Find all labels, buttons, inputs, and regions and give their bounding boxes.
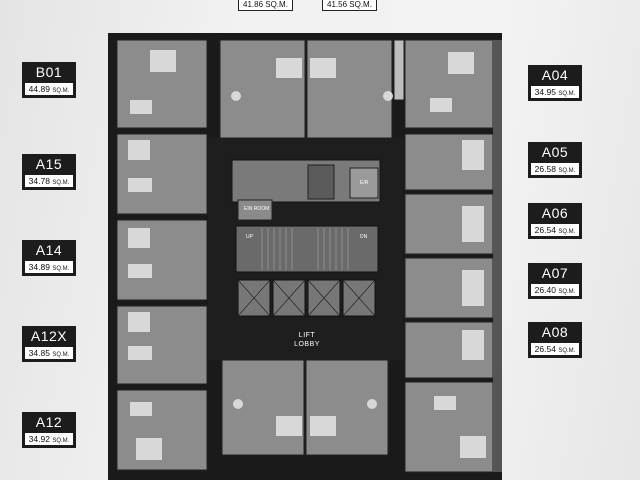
stair-block [235,225,379,273]
unit-area: 34.78 SQ.M. [25,175,73,187]
top-area-label-right: 41.56 SQ.M. [322,0,377,11]
unit-area: 34.85 SQ.M. [25,347,73,359]
unit-tag-a05: A05 26.58 SQ.M. [528,142,582,178]
unit-code: A04 [541,67,569,83]
er-label: E/R [360,180,369,186]
lift-lobby-line1: LIFT [298,332,316,339]
unit-tag-a14: A14 34.89 SQ.M. [22,240,76,276]
unit-tag-b01: B01 44.89 SQ.M. [22,62,76,98]
stair-dn-label: DN [360,234,368,240]
unit-code: A12 [35,414,63,430]
unit-tag-a12: A12 34.92 SQ.M. [22,412,76,448]
ein-room-label: EIN ROOM [244,206,270,212]
lift-lobby-line2: LOBBY [294,341,320,348]
unit-area: 26.54 SQ.M. [531,343,579,355]
bottom-units [221,359,389,456]
unit-code: A07 [541,265,569,281]
unit-tag-a06: A06 26.54 SQ.M. [528,203,582,239]
unit-code: A05 [541,144,569,160]
top-area-label-left: 41.86 SQ.M. [238,0,293,11]
unit-code: A08 [541,324,569,340]
unit-area: 44.89 SQ.M. [25,83,73,95]
unit-area: 26.40 SQ.M. [531,284,579,296]
top-units [219,39,405,139]
unit-area: 34.89 SQ.M. [25,261,73,273]
unit-tag-a08: A08 26.54 SQ.M. [528,322,582,358]
unit-tag-a07: A07 26.40 SQ.M. [528,263,582,299]
lift-lobby-label: LIFT LOBBY [282,331,332,349]
stair-up-label: UP [246,234,253,240]
unit-tag-a04: A04 34.95 SQ.M. [528,65,582,101]
unit-tag-a12x: A12X 34.85 SQ.M. [22,326,76,362]
unit-code: A06 [541,205,569,221]
unit-code: A15 [35,156,63,172]
unit-code: A12X [30,328,68,344]
unit-tag-a15: A15 34.78 SQ.M. [22,154,76,190]
unit-code: B01 [35,64,63,80]
unit-area: 34.92 SQ.M. [25,433,73,445]
lift-crosses [237,279,376,317]
unit-area: 34.95 SQ.M. [531,86,579,98]
stair-lines [261,228,349,270]
unit-area: 26.58 SQ.M. [531,163,579,175]
furniture [128,50,486,460]
unit-code: A14 [35,242,63,258]
unit-area: 26.54 SQ.M. [531,224,579,236]
